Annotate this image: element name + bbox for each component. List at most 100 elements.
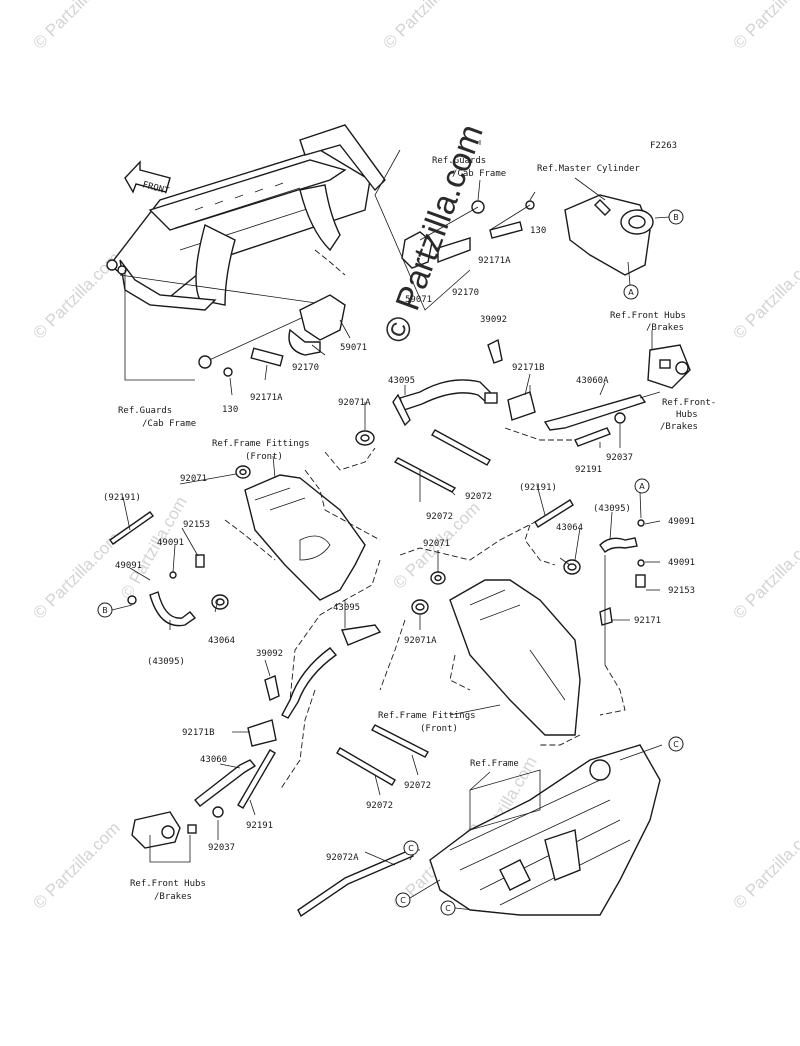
part-label: 59071 [405,295,432,305]
cable-tie-92072-c [336,747,396,786]
part-label: 49091 [157,538,184,548]
clamp-92037-bottom [212,806,224,818]
part-label: 92072A [326,853,359,863]
routing-line [504,427,575,441]
part-label: (92191) [519,483,557,493]
circle-marker-c-left: C [395,892,411,908]
circle-marker-b-left: B [97,602,113,618]
part-label: 43064 [556,523,583,533]
ref-front-hubs-top: Ref.Front Hubs [610,311,686,321]
ref-guards-left: Ref.Guards [118,406,172,416]
circle-marker-c-bottom: C [440,900,456,916]
svg-text:C: C [673,740,679,749]
front-hub-top-drawing [647,330,691,389]
part-label: 39092 [480,315,507,325]
part-label: 92072 [404,781,431,791]
watermark-layer: © Partzilla.com © Partzilla.com © Partzi… [29,0,800,913]
part-label: 92171B [182,728,215,738]
watermark: © Partzilla.com [729,818,800,912]
part-label: 92071 [423,539,450,549]
watermark: © Partzilla.com [729,528,800,622]
part-label: 92170 [452,288,479,298]
part-label: 43095 [388,376,415,386]
part-label: 92071A [338,398,371,408]
left-bracket-parts [198,294,346,377]
routing-line [599,664,626,716]
circle-marker-b-top: B [668,209,684,225]
frame-fitting-left [235,465,366,601]
part-label: 92037 [208,843,235,853]
part-label: 92071 [180,474,207,484]
ref-front-hubs-right-3: /Brakes [660,422,698,432]
clamp-92037-right [614,412,626,424]
part-label: 92171B [512,363,545,373]
routing-line [540,734,581,746]
part-label: 92153 [183,520,210,530]
ref-labels: Ref.Guards /Cab Frame Ref.Master Cylinde… [118,156,716,902]
clip-39092-top [487,338,503,364]
part-label: 92191 [246,821,273,831]
part-label: 92153 [668,586,695,596]
routing-line [279,689,316,791]
master-cylinder-drawing [564,177,671,286]
part-label: (43095) [147,657,185,667]
ref-frame-fittings-1: Ref.Frame Fittings [212,439,310,449]
part-label: 92171A [250,393,283,403]
watermark: © Partzilla.com [29,818,123,912]
ref-front-hubs-right: Ref.Front- [662,398,716,408]
cable-tie-92072-d [371,724,429,758]
ref-guards-left-sub: /Cab Frame [142,419,196,429]
part-label: 49091 [115,561,142,571]
ref-frame-fittings-1-sub: (Front) [245,452,283,462]
clip-39092-mid [264,675,280,701]
part-label: 92037 [606,453,633,463]
part-label: 92072 [426,512,453,522]
part-label: 59071 [340,343,367,353]
center-watermark: © Partzilla.com [377,119,491,347]
part-label: 49091 [668,517,695,527]
part-label: 130 [222,405,238,415]
ref-guards-top: Ref.Guards [432,156,486,166]
bracket-92171b-top [507,385,536,421]
routing-line [524,524,556,566]
brake-pipe-43060a [543,394,647,431]
part-label: 43060A [576,376,609,386]
lower-left-hub [131,749,276,849]
part-label: (43095) [593,504,631,514]
svg-text:C: C [408,844,414,853]
ref-frame-fittings-2-sub: (Front) [420,724,458,734]
part-number-labels: 130 92171A 59071 92170 59071 92170 92171… [103,226,695,863]
tube-92191-left [109,511,154,545]
tube-92191-mid [534,499,574,528]
routing-line [449,654,471,691]
watermark: © Partzilla.com [729,0,800,53]
guard-frame-drawing: FRONT [106,124,386,311]
ref-front-hubs-right-2: Hubs [676,410,698,420]
svg-text:A: A [628,288,634,297]
tube-92191-right [574,427,611,447]
routing-line [314,249,346,276]
part-label: 92072 [366,801,393,811]
brake-pipe-43060 [193,759,257,807]
ref-front-hubs-bottom-sub: /Brakes [154,892,192,902]
svg-text:C: C [445,904,451,913]
routing-line [399,521,536,561]
part-label: 92072 [465,492,492,502]
tube-92191-bottom [237,749,276,809]
part-label: 92171 [634,616,661,626]
svg-text:A: A [639,482,645,491]
routing-line [289,559,381,701]
part-label: 92071A [404,636,437,646]
upper-brake-hose [355,379,498,446]
svg-text:B: B [102,606,108,615]
svg-text:B: B [673,213,679,222]
part-label: 92171A [478,256,511,266]
circle-marker-a-right: A [634,478,650,494]
part-label: 43060 [200,755,227,765]
ref-front-hubs-top-sub: /Brakes [646,323,684,333]
ref-frame: Ref.Frame [470,759,519,769]
figure-id: F2263 [650,141,677,151]
circle-marker-c-right: C [668,736,684,752]
routing-line [324,447,376,471]
ref-frame-fittings-2: Ref.Frame Fittings [378,711,476,721]
